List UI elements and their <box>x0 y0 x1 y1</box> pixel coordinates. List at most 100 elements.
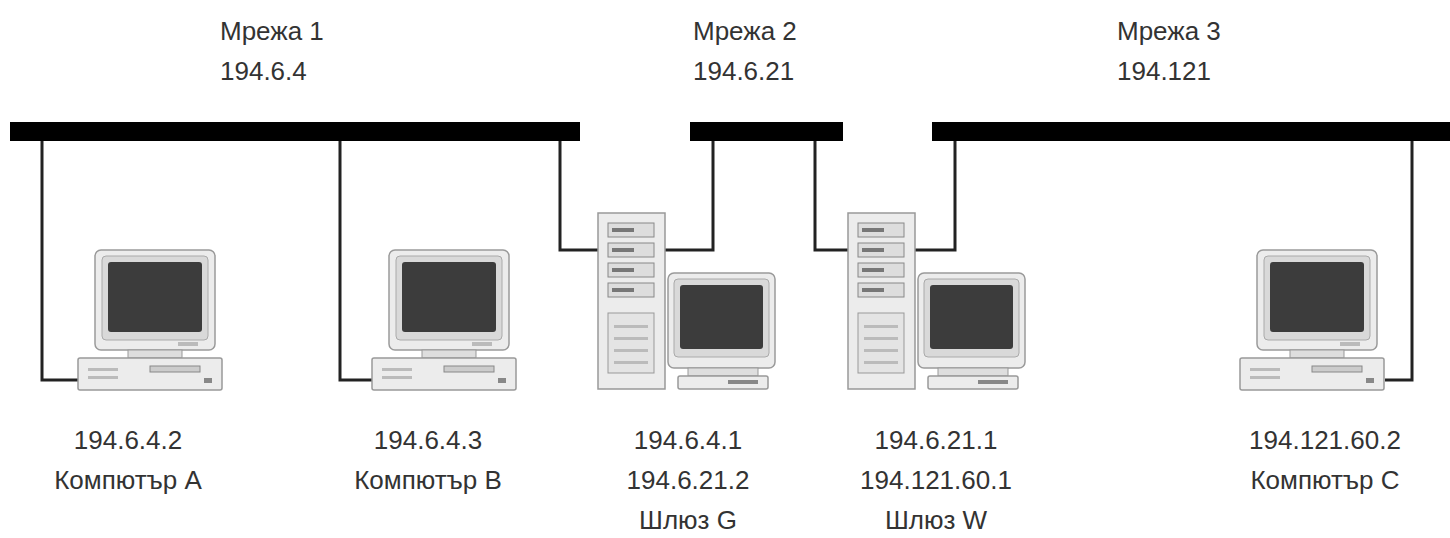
case-vent <box>382 368 412 371</box>
monitor-button <box>178 342 198 346</box>
monitor-bezel <box>674 279 769 357</box>
computer-host: 194.121.60.2Компютър C <box>1225 205 1425 538</box>
tower-vent <box>864 325 898 328</box>
host-caption: 194.6.4.2Компютър A <box>28 420 228 500</box>
tower-vent <box>864 337 898 340</box>
monitor-stand <box>422 350 476 358</box>
monitor-stand <box>1290 350 1344 358</box>
power-button <box>1366 378 1374 383</box>
network-cable <box>665 141 713 250</box>
monitor-stand <box>128 350 182 358</box>
host-name: Шлюз W <box>885 500 987 538</box>
network-cable <box>42 141 78 380</box>
tower-panel <box>608 313 654 373</box>
desktop-case <box>78 358 222 390</box>
case-vent <box>1250 368 1280 371</box>
network-name: Мрежа 2 <box>693 11 797 51</box>
network-cable <box>815 141 848 250</box>
network-cable <box>340 141 372 380</box>
tower-panel <box>858 313 904 373</box>
monitor-body <box>918 273 1025 368</box>
host-name: Компютър C <box>1250 460 1399 500</box>
monitor-bezel <box>1264 256 1370 340</box>
monitor-screen <box>402 262 496 332</box>
bay-slot <box>612 228 634 232</box>
network-address: 194.6.21 <box>693 51 794 91</box>
ip-address: 194.6.21.1 <box>875 420 998 460</box>
computer-icon <box>1240 250 1385 392</box>
computer-icon <box>372 250 517 392</box>
network-bus: Мрежа 2194.6.21 <box>690 5 843 141</box>
monitor-screen <box>1270 262 1364 332</box>
ip-address: 194.6.4.3 <box>374 420 482 460</box>
network-heading: Мрежа 2194.6.21 <box>693 11 797 91</box>
bay-slot <box>862 288 884 292</box>
gateway-host: 194.6.4.1194.6.21.2Шлюз G <box>588 205 788 538</box>
drive-bay <box>608 263 654 277</box>
bus-bar <box>10 122 580 141</box>
tower-vent <box>864 361 898 364</box>
network-heading: Мрежа 1194.6.4 <box>220 11 324 91</box>
drive-slot <box>1312 366 1362 372</box>
network-cable <box>915 141 955 250</box>
bus-bar <box>932 122 1450 141</box>
tower-vent <box>614 349 648 352</box>
ip-address: 194.6.4.1 <box>634 420 742 460</box>
network-cable <box>1385 141 1412 380</box>
network-bus: Мрежа 1194.6.4 <box>10 5 580 141</box>
monitor-body <box>1257 250 1377 350</box>
bay-slot <box>862 228 884 232</box>
bay-slot <box>612 288 634 292</box>
drive-slot <box>444 366 494 372</box>
gateway-host: 194.6.21.1194.121.60.1Шлюз W <box>836 205 1036 538</box>
tower-case <box>598 213 665 389</box>
network-address: 194.121 <box>1117 51 1211 91</box>
monitor-base <box>928 376 1018 389</box>
monitor-screen <box>108 262 202 332</box>
tower-vent <box>614 361 648 364</box>
monitor-bezel <box>396 256 502 340</box>
power-button <box>204 378 212 383</box>
host-name: Компютър A <box>54 460 202 500</box>
drive-slot <box>150 366 200 372</box>
ip-address: 194.121.60.2 <box>1249 420 1401 460</box>
gateway-icon <box>598 213 776 391</box>
gateway-icon <box>848 213 1026 391</box>
monitor-body <box>95 250 215 350</box>
bus-bar <box>690 122 843 141</box>
computer-icon <box>78 250 223 392</box>
monitor-body <box>389 250 509 350</box>
monitor-base <box>678 376 768 389</box>
ip-address: 194.121.60.1 <box>860 460 1012 500</box>
tower-vent <box>614 337 648 340</box>
bay-slot <box>862 268 884 272</box>
desktop-case <box>1240 358 1384 390</box>
case-vent <box>88 368 118 371</box>
case-vent <box>382 376 412 379</box>
computer-host: 194.6.4.2Компютър A <box>28 205 228 538</box>
drive-bay <box>858 243 904 257</box>
monitor-button <box>472 342 492 346</box>
tower-vent <box>864 349 898 352</box>
ip-address: 194.6.21.2 <box>627 460 750 500</box>
network-bus: Мрежа 3194.121 <box>932 5 1450 141</box>
monitor-stand <box>688 368 758 376</box>
host-caption: 194.6.4.1194.6.21.2Шлюз G <box>588 420 788 538</box>
monitor-screen <box>930 285 1013 349</box>
bay-slot <box>862 248 884 252</box>
drive-bay <box>608 223 654 237</box>
monitor-body <box>668 273 775 368</box>
desktop-case <box>372 358 516 390</box>
tower-vent <box>614 325 648 328</box>
host-name: Шлюз G <box>639 500 737 538</box>
case-vent <box>88 376 118 379</box>
network-cable <box>560 141 598 250</box>
drive-bay <box>858 223 904 237</box>
power-button <box>498 378 506 383</box>
network-address: 194.6.4 <box>220 51 307 91</box>
base-detail <box>728 380 758 384</box>
drive-bay <box>858 263 904 277</box>
monitor-button <box>1340 342 1360 346</box>
tower-case <box>848 213 915 389</box>
